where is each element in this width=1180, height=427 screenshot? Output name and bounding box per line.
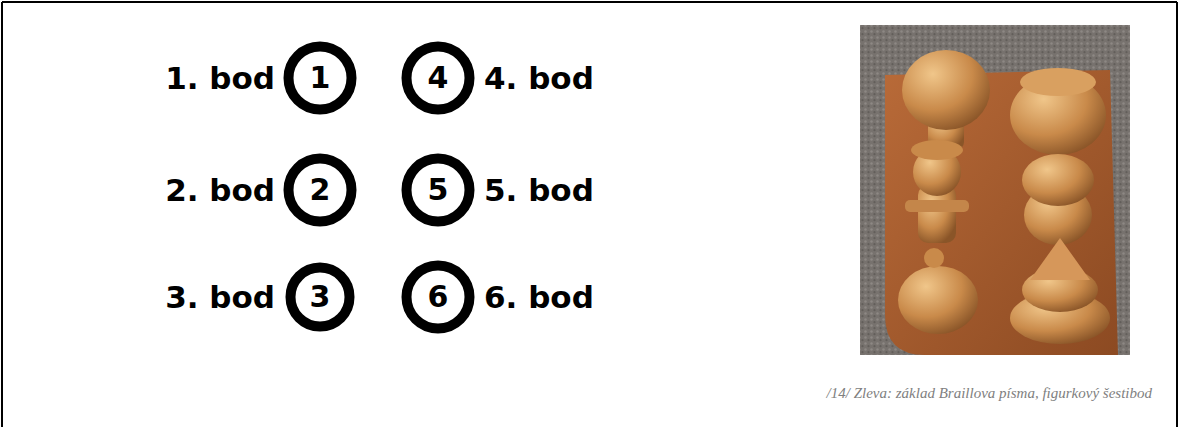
braille-dot-circle: 2 [283,153,357,227]
dot-number: 1 [310,63,331,93]
figure-caption: /14/ Zleva: základ Braillova písma, figu… [827,384,1152,402]
braille-dot-circle: 5 [401,153,475,227]
dot-label: 6. bod [484,280,594,314]
braille-dot-circle: 4 [401,41,475,115]
dot-number: 2 [310,175,331,205]
dot-number: 6 [428,282,449,312]
dot-number: 4 [428,63,449,93]
dot-number: 3 [310,282,331,312]
wooden-figures-photo [860,25,1130,355]
braille-dot-circle: 3 [285,262,355,332]
dot-label: 1. bod [165,61,275,95]
dot-number: 5 [428,175,449,205]
dot-label: 2. bod [165,173,275,207]
braille-dot-circle: 1 [283,41,357,115]
dot-label: 4. bod [484,61,594,95]
braille-dot-circle: 6 [401,260,475,334]
dot-label: 3. bod [165,280,275,314]
dot-label: 5. bod [484,173,594,207]
